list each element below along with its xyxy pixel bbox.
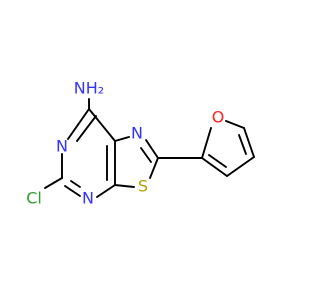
bond-furan-c4-c3 — [243, 127, 255, 158]
pyrimidine-nitrogen-left-label: N — [56, 137, 68, 156]
bond-s-c3a — [114, 184, 135, 188]
pyrimidine-nitrogen-bottom-label: N — [82, 189, 94, 208]
sulfur-label: S — [138, 177, 148, 196]
bond-layer — [44, 98, 255, 198]
ring-nitrogen-top-label: N — [131, 124, 143, 143]
bond-c7-n6 — [67, 108, 90, 140]
amine-label: NH₂ — [74, 79, 104, 98]
bond-furan-o-c4 — [225, 120, 245, 129]
chlorine-label: Cl — [26, 189, 42, 208]
bond-furan-c1-o — [201, 127, 212, 159]
bond-n1-c2-inner — [140, 147, 152, 163]
bond-n1-c2 — [145, 139, 159, 159]
bond-furan-c2-c1 — [201, 157, 228, 177]
bond-c5-n4-inner — [70, 180, 81, 188]
bond-n4-c3a — [96, 184, 116, 198]
bond-furan-c2-c1-inner — [208, 154, 227, 168]
atom-label-layer: NH₂ N N N S Cl O — [26, 79, 224, 208]
bond-c7a-n1 — [114, 136, 130, 142]
bond-furan-c3-c2 — [226, 156, 255, 177]
molecule-structure: NH₂ N N N S Cl O — [26, 79, 255, 208]
oxygen-label: O — [212, 108, 225, 127]
bond-c7a-c7 — [88, 108, 116, 142]
bond-c2-s — [149, 157, 159, 179]
bond-c7-n6-inner — [76, 115, 97, 142]
bond-c5-n4 — [64, 185, 81, 197]
bond-furan-c4-c3-inner — [238, 134, 247, 155]
bond-c5-cl — [44, 177, 63, 189]
